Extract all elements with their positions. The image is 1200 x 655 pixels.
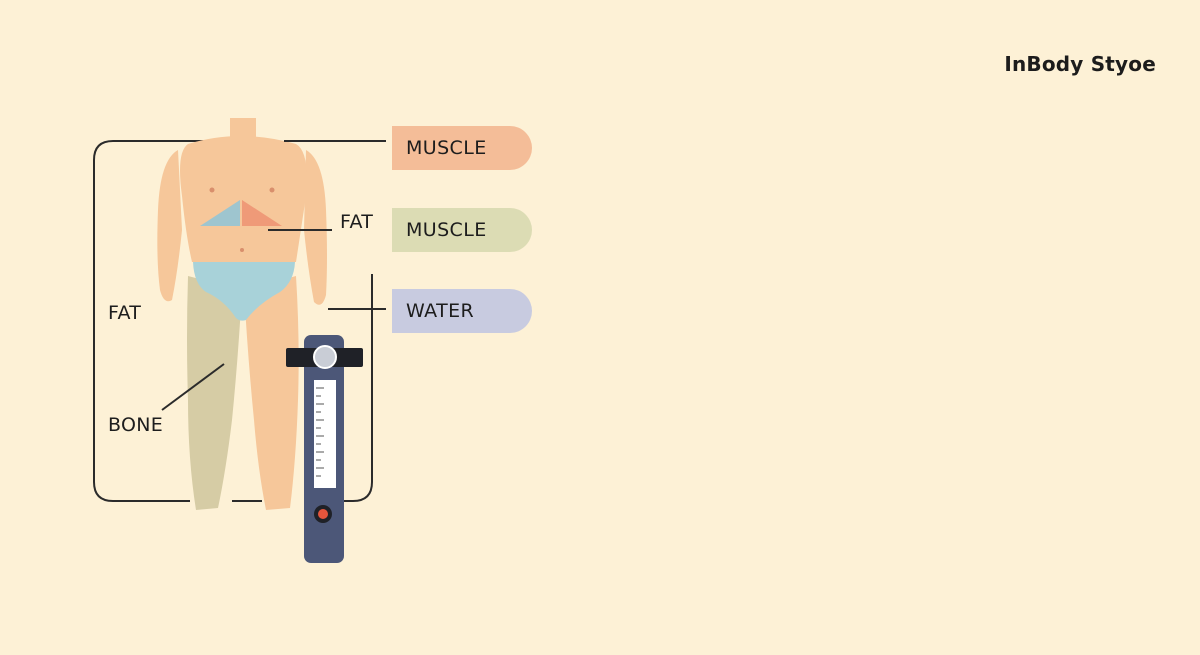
analyzer-device-icon (286, 335, 363, 563)
fat-left-label: FAT (108, 302, 142, 324)
bracket-frame-right (342, 274, 373, 502)
bone-label: BONE (108, 414, 164, 436)
muscle-top-label: MUSCLE (392, 126, 532, 170)
brand-title: InBody Styoe (1004, 52, 1156, 76)
human-body-icon (157, 118, 327, 510)
torso-blue-segment (200, 200, 240, 226)
water-label: WATER (392, 289, 532, 333)
fat-torso-label: FAT (340, 211, 374, 233)
bracket-frame (93, 140, 228, 502)
pointer-bone (161, 363, 225, 411)
muscle-mid-label: MUSCLE (392, 208, 532, 252)
torso-orange-segment (242, 200, 282, 226)
